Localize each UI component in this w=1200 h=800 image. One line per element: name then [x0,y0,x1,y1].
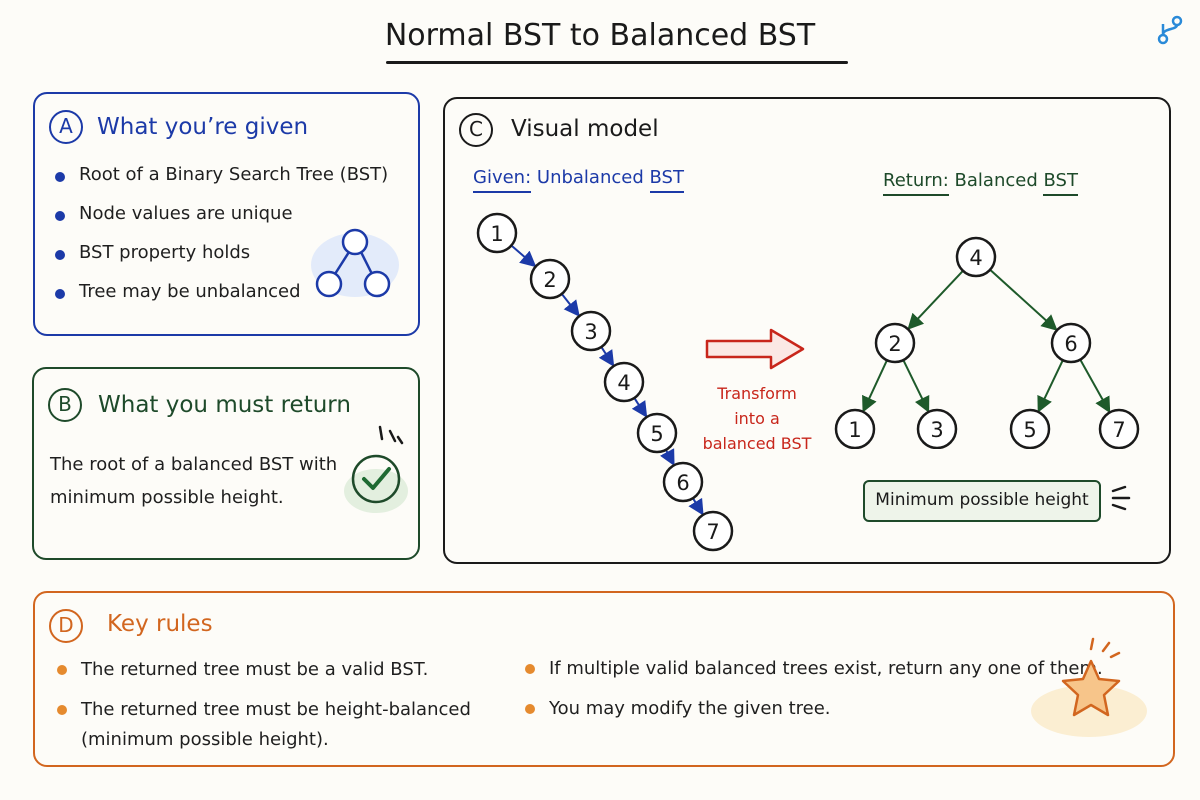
panel-badge: D [49,609,83,643]
svg-text:7: 7 [706,520,719,544]
panel-heading: What you’re given [97,114,309,140]
emphasis-marks [1111,485,1131,511]
panel-given: A What you’re given Root of a Binary Sea… [33,92,420,336]
tree-edge [862,359,888,413]
svg-text:6: 6 [676,471,689,495]
bullet-dot [525,664,535,674]
tree-edge [659,448,675,467]
tree-node: 3 [916,408,958,449]
svg-text:2: 2 [888,332,901,356]
tree-node: 2 [874,322,916,364]
checkmark-icon [344,425,408,513]
panel-visual-model: C Visual model Given: Unbalanced BST Ret… [443,97,1171,564]
panel-key-rules: D Key rules The returned tree must be a … [33,591,1175,767]
rule-item: If multiple valid balanced trees exist, … [525,654,1103,684]
branch-icon [1157,15,1183,45]
tree-node: 1 [476,212,518,254]
panel-badge: C [459,113,493,147]
title-underline [386,61,848,64]
tree-icon [311,228,399,298]
rule-item: The returned tree must be height-balance… [57,695,471,755]
tree-node: 3 [570,310,612,352]
svg-text:3: 3 [930,418,943,442]
tree-node: 4 [603,361,645,403]
panel-heading: Key rules [107,611,213,637]
svg-text:4: 4 [969,246,982,270]
tree-edge [1079,359,1111,414]
tree-node: 7 [1098,408,1140,449]
bullet-dot [55,211,65,221]
bullet-dot [57,705,67,715]
tree-edge [902,359,930,413]
tree-edge [688,497,704,516]
tree-node: 6 [1050,322,1092,364]
bullet-dot [55,172,65,182]
svg-text:3: 3 [584,320,597,344]
tree-edge [631,397,648,418]
bullet-dot [55,289,65,299]
tree-node: 5 [1009,408,1051,449]
tree-edge [907,270,964,330]
bullet-dot [57,665,67,675]
tree-edge [560,293,580,317]
svg-text:2: 2 [543,268,556,292]
bullet-dot [55,250,65,260]
transform-label: Transform into a balanced BST [702,384,812,453]
rule-item: The returned tree must be a valid BST. [57,655,471,685]
tree-node: 7 [692,510,734,552]
right-arrow-icon [705,328,805,370]
tree-node: 1 [834,408,876,449]
svg-text:6: 6 [1064,332,1077,356]
unbalanced-tree: 1 2 3 4 5 6 7 [476,212,734,552]
panel-badge: A [49,110,83,144]
tree-node: 2 [529,258,571,300]
svg-text:1: 1 [848,418,861,442]
height-label: Minimum possible height [863,480,1101,522]
tree-edge [989,269,1058,331]
panel-heading: Visual model [511,116,659,142]
panel-heading: What you must return [98,392,351,418]
balanced-tree: 4 2 6 1 3 5 7 [834,236,1140,449]
list-item: Tree may be unbalanced [55,281,388,320]
star-icon [1031,637,1147,737]
bullet-dot [525,704,535,714]
svg-text:4: 4 [617,371,630,395]
tree-edge [510,244,537,268]
return-label: Return: Balanced BST [883,170,1078,196]
tree-node: 5 [636,412,678,454]
list-item: BST property holds [55,242,388,281]
tree-edge [1037,359,1064,413]
svg-text:1: 1 [490,222,503,246]
svg-text:5: 5 [1023,418,1036,442]
svg-text:7: 7 [1112,418,1125,442]
svg-text:5: 5 [650,422,663,446]
list-item: Root of a Binary Search Tree (BST) [55,164,388,203]
tree-edge [598,346,615,367]
return-description: The root of a balanced BST with minimum … [50,454,338,508]
page-title: Normal BST to Balanced BST [384,18,816,53]
given-label: Given: Unbalanced BST [473,167,684,193]
panel-return: B What you must return The root of a bal… [32,367,420,560]
rule-item: You may modify the given tree. [525,694,1103,724]
panel-badge: B [48,388,82,422]
list-item: Node values are unique [55,203,388,242]
tree-node: 6 [662,461,704,503]
tree-node: 4 [955,236,997,278]
